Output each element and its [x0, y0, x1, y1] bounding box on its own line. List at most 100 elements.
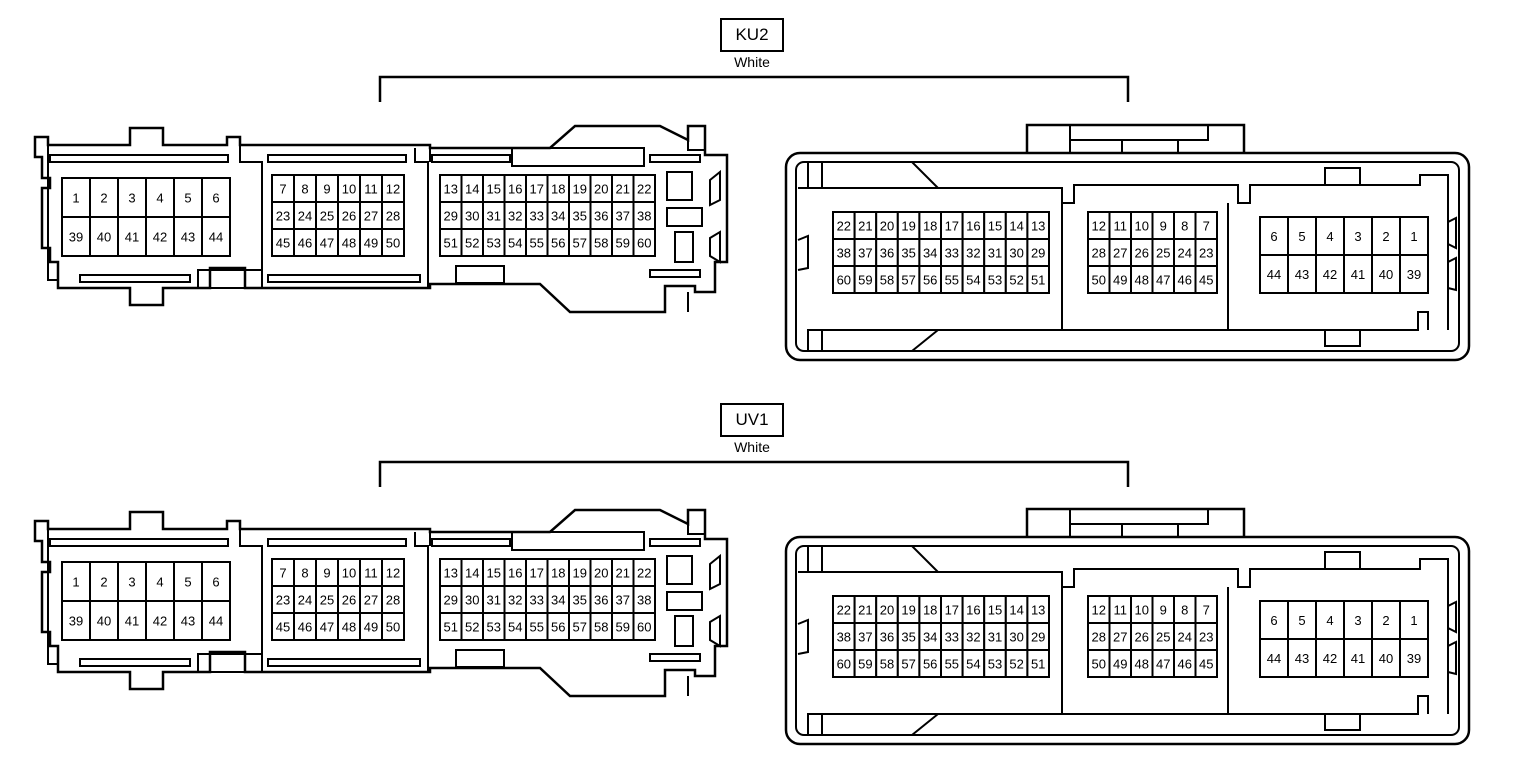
pin-number: 17	[530, 566, 544, 581]
latch-slot	[267, 538, 407, 547]
latch-slot	[79, 274, 191, 283]
pin-number: 49	[364, 236, 378, 251]
pin-cell: 7	[271, 174, 295, 203]
pin-number: 59	[616, 236, 630, 251]
pin-cell: 23	[271, 201, 295, 230]
pin-cell: 39	[61, 600, 91, 641]
pin-number: 2	[1382, 229, 1389, 244]
pin-cell: 6	[1259, 600, 1289, 640]
pin-cell: 29	[1026, 622, 1051, 651]
pin-cell: 11	[1108, 211, 1132, 240]
pin-cell: 33	[525, 585, 549, 614]
connector-color-uv1: White	[734, 439, 770, 455]
cavity-frame	[822, 329, 939, 352]
pin-cell: 52	[1004, 265, 1029, 294]
top-latch	[1025, 507, 1246, 537]
pin-number: 19	[901, 603, 915, 618]
right-housing-inner	[795, 161, 1460, 352]
pin-cell: 24	[293, 585, 317, 614]
pin-number: 16	[966, 219, 980, 234]
pin-cell: 53	[983, 649, 1007, 678]
lock-bar	[649, 154, 701, 163]
pin-cell-border	[1287, 600, 1317, 640]
pin-cell: 28	[381, 585, 405, 614]
pin-number: 6	[1270, 229, 1277, 244]
pin-number: 20	[880, 603, 894, 618]
pin-number: 15	[988, 603, 1002, 618]
pin-number: 1	[72, 575, 79, 590]
pin-number: 44	[209, 230, 223, 245]
pin-number: 18	[551, 182, 565, 197]
pin-cell: 11	[359, 174, 383, 203]
pin-number: 24	[298, 593, 312, 608]
pin-number: 50	[386, 620, 400, 635]
pin-cell: 48	[1130, 649, 1154, 678]
pin-number: 27	[1113, 630, 1127, 645]
pin-cell: 45	[1194, 265, 1218, 294]
pin-number: 50	[1092, 273, 1106, 288]
pin-cell: 55	[525, 612, 549, 641]
pin-cell: 38	[632, 585, 656, 614]
pin-number: 40	[1379, 267, 1393, 282]
pin-number: 22	[837, 219, 851, 234]
pin-cell: 1	[1399, 216, 1429, 256]
pin-cell: 14	[1004, 211, 1029, 240]
lock-arm	[687, 126, 705, 151]
pin-cell: 16	[503, 558, 527, 587]
pin-number: 39	[1407, 267, 1421, 282]
pin-cell: 40	[1371, 638, 1401, 678]
side-tab	[797, 234, 809, 271]
pin-cell: 41	[1343, 254, 1373, 294]
latch-slot	[197, 653, 263, 673]
pin-number: 47	[320, 620, 334, 635]
pin-number: 4	[1326, 229, 1333, 244]
pin-cell: 34	[918, 622, 943, 651]
latch-slot	[197, 269, 263, 289]
pin-cell: 22	[832, 211, 856, 240]
pin-cell: 14	[460, 558, 484, 587]
pin-number: 5	[184, 575, 191, 590]
pin-number: 56	[551, 620, 565, 635]
pin-number: 1	[1410, 229, 1417, 244]
pin-cell: 45	[271, 228, 295, 257]
connector-code-uv1: UV1	[720, 403, 784, 437]
pin-cell: 21	[853, 211, 878, 240]
pin-cell: 55	[940, 265, 964, 294]
pin-cell: 55	[525, 228, 549, 257]
pin-cell: 4	[1315, 216, 1345, 256]
pin-number: 59	[858, 657, 872, 672]
pin-cell: 42	[1315, 638, 1345, 678]
lock-tab	[709, 230, 721, 264]
pin-number: 30	[465, 593, 479, 608]
pin-number: 54	[966, 273, 980, 288]
pin-cell: 36	[589, 585, 613, 614]
pin-number: 42	[1323, 651, 1337, 666]
pin-number: 40	[97, 230, 111, 245]
pin-cell-border	[61, 600, 91, 641]
pin-number: 17	[945, 219, 959, 234]
cavity-frame	[807, 713, 823, 735]
pin-number: 43	[181, 614, 195, 629]
pin-cell-border	[1399, 600, 1429, 640]
pin-number: 48	[1135, 273, 1149, 288]
pin-number: 41	[125, 230, 139, 245]
pin-cell-border	[1399, 254, 1429, 294]
pin-cell: 56	[546, 228, 570, 257]
top-latch	[1121, 524, 1179, 538]
bracket-line	[378, 75, 1130, 102]
pin-cell: 14	[460, 174, 484, 203]
pin-cell: 10	[1130, 595, 1154, 624]
pin-cell-border	[1399, 216, 1429, 256]
pin-number: 42	[1323, 267, 1337, 282]
pin-number: 4	[156, 575, 163, 590]
pin-cell: 30	[460, 201, 484, 230]
pin-cell: 8	[1173, 211, 1197, 240]
pin-cell: 16	[961, 211, 986, 240]
cavity-frame	[822, 695, 1429, 715]
pin-cell: 44	[1259, 638, 1289, 678]
latch-slot	[455, 649, 505, 668]
pin-cell: 51	[1026, 649, 1051, 678]
pin-cell: 15	[482, 558, 506, 587]
pin-cell-border	[1371, 254, 1401, 294]
